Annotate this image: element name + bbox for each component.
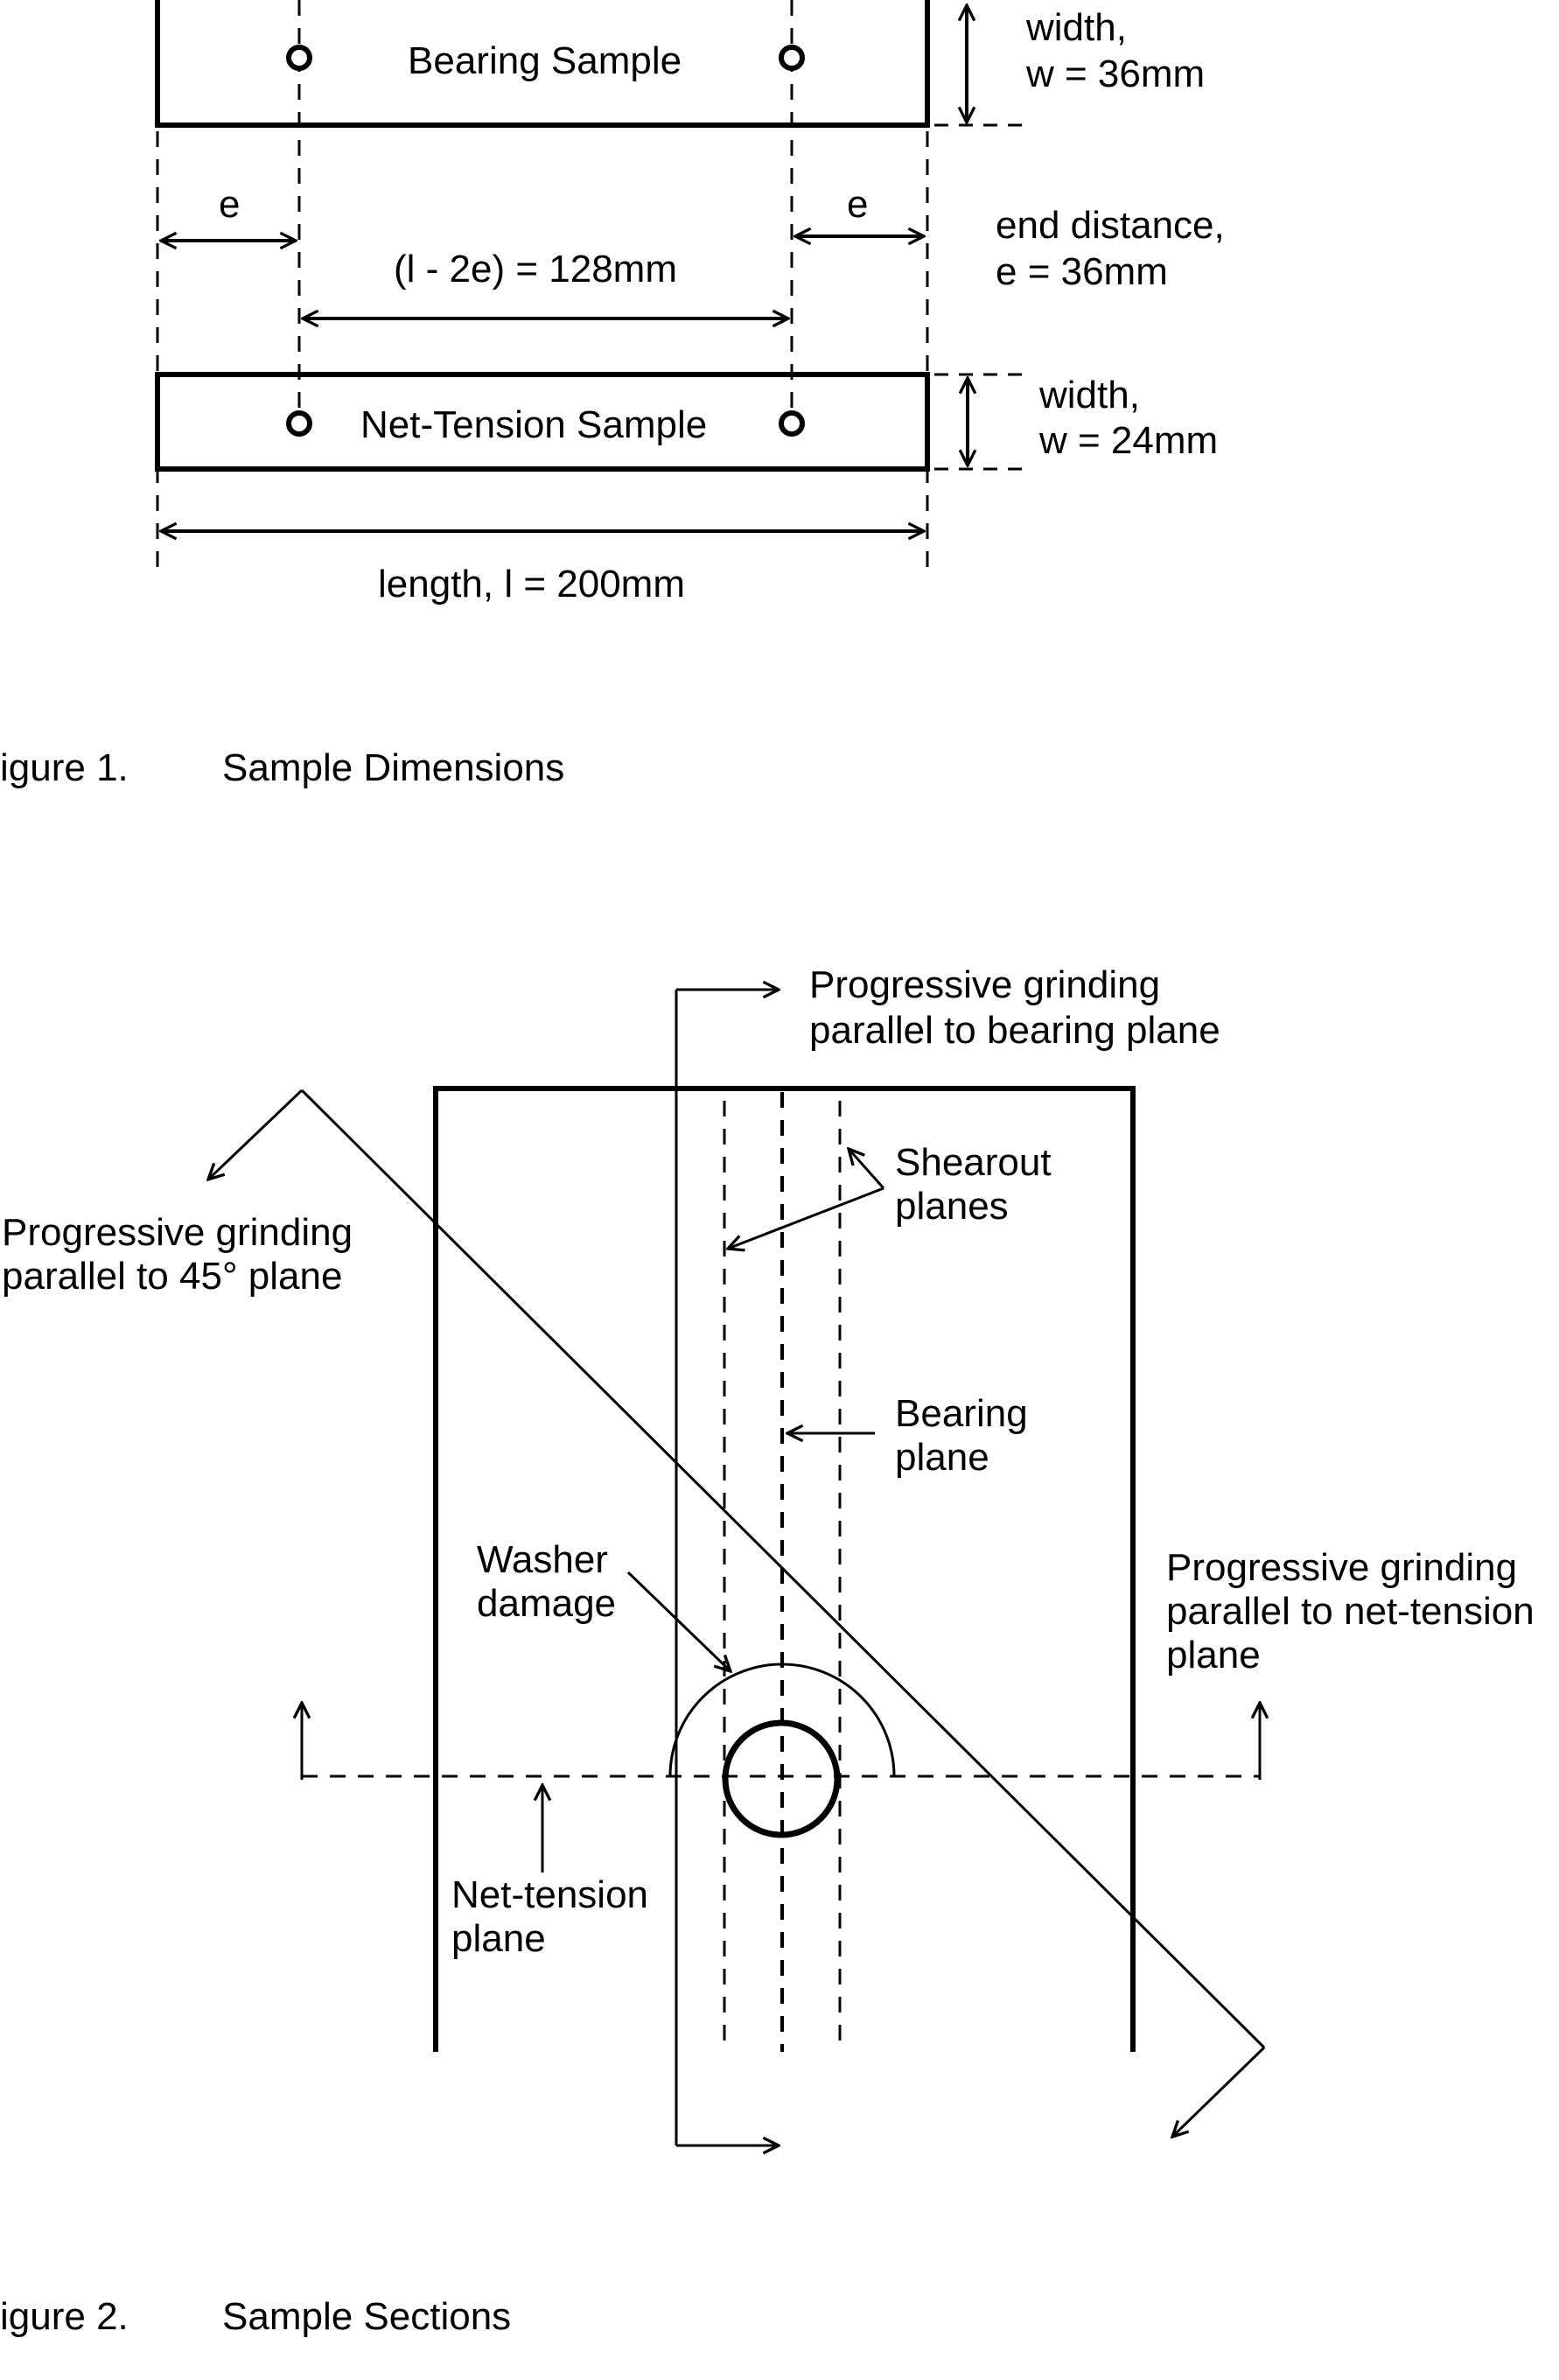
sample-outline (433, 1086, 1136, 2052)
figure-1 (155, 0, 1032, 569)
figure-1-caption-title: Sample Dimensions (222, 746, 564, 789)
washer-damage-label-line2: damage (477, 1582, 616, 1625)
bearing-sample-outline (155, 0, 930, 128)
shearout-leader-right (849, 1149, 885, 1189)
bearing-sample-label: Bearing Sample (408, 39, 682, 82)
bearing-grinding-label-line2: parallel to bearing plane (809, 1009, 1220, 1052)
net-tension-sample-label: Net-Tension Sample (360, 403, 707, 446)
width-bottom-label-line1: width, (1038, 374, 1140, 416)
bearing-plane-label-line2: plane (895, 1436, 989, 1479)
figure-2-caption-number: igure 2. (0, 2295, 129, 2338)
net-hole-right (779, 410, 805, 437)
net-grinding-label-line3: plane (1166, 1634, 1261, 1676)
washer-damage-label-line1: Washer (477, 1538, 608, 1581)
bolt-hole (722, 1719, 841, 1838)
net-tension-plane-label-line2: plane (451, 1917, 546, 1960)
e-left-label: e (219, 183, 240, 226)
diagonal-grinding-top-arrow (208, 1088, 304, 1180)
bearing-grinding-label-line1: Progressive grinding (809, 963, 1160, 1006)
shearout-leader-left (728, 1186, 884, 1249)
width-top-label-line1: width, (1025, 6, 1127, 49)
net-hole-left (286, 410, 312, 437)
figure-1-labels: Bearing Sample Net-Tension Sample width,… (0, 6, 1225, 789)
length-label: length, l = 200mm (378, 563, 685, 606)
figure-2-labels: Progressive grinding parallel to bearing… (0, 963, 1535, 2338)
diagonal-grinding-label-line1: Progressive grinding (2, 1211, 353, 1254)
shearout-label-line2: planes (895, 1185, 1009, 1228)
diagonal-grinding-bottom-arrow (1172, 2046, 1266, 2137)
diagonal-grinding-label-line2: parallel to 45° plane (2, 1255, 342, 1298)
washer-damage-leader (626, 1571, 731, 1671)
bearing-hole-left (286, 45, 312, 71)
net-tension-plane-label-line1: Net-tension (451, 1873, 648, 1916)
shearout-label-line1: Shearout (895, 1141, 1052, 1184)
figure-1-caption-number: igure 1. (0, 746, 129, 789)
e-right-label: e (847, 183, 868, 226)
figure-2 (208, 990, 1264, 2146)
inner-length-label: (l - 2e) = 128mm (394, 248, 677, 290)
figure-2-caption-title: Sample Sections (222, 2295, 511, 2338)
bearing-hole-right (779, 45, 805, 71)
net-grinding-label-line2: parallel to net-tension (1166, 1590, 1535, 1633)
diagonal-section-line (300, 1088, 1266, 2049)
net-grinding-label-line1: Progressive grinding (1166, 1546, 1517, 1589)
bearing-plane-label-line1: Bearing (895, 1392, 1028, 1435)
end-distance-label-line2: e = 36mm (996, 250, 1168, 293)
end-distance-label-line1: end distance, (996, 204, 1225, 247)
width-bottom-label-line2: w = 24mm (1038, 419, 1218, 462)
width-top-label-line2: w = 36mm (1025, 52, 1205, 95)
washer-damage-arc (668, 1662, 896, 1777)
